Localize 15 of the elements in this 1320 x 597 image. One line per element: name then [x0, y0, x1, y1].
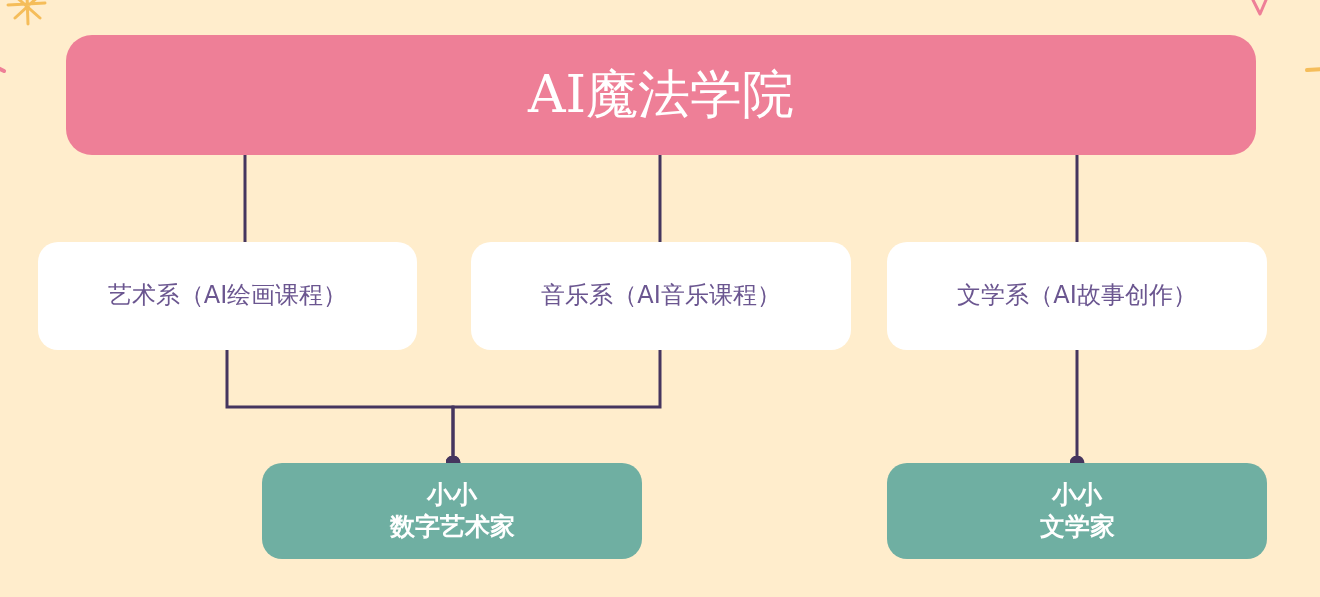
title-text: AI魔法学院 — [527, 63, 795, 127]
node-label: 音乐系（AI音乐课程） — [541, 280, 781, 312]
title-banner — [66, 35, 1256, 155]
connector-line — [1075, 155, 1079, 242]
connector-line — [658, 155, 662, 242]
connector-line — [243, 155, 247, 242]
node-label: 小小数字艺术家 — [389, 478, 515, 543]
node-label: 艺术系（AI绘画课程） — [107, 280, 348, 312]
department-card — [38, 242, 417, 350]
outcome-card — [262, 463, 642, 559]
outcome-card — [887, 463, 1267, 559]
department-card — [471, 242, 851, 350]
department-card — [887, 242, 1267, 350]
node-label: 小小文学家 — [1039, 478, 1115, 543]
node-label: 文学系（AI故事创作） — [957, 280, 1197, 312]
